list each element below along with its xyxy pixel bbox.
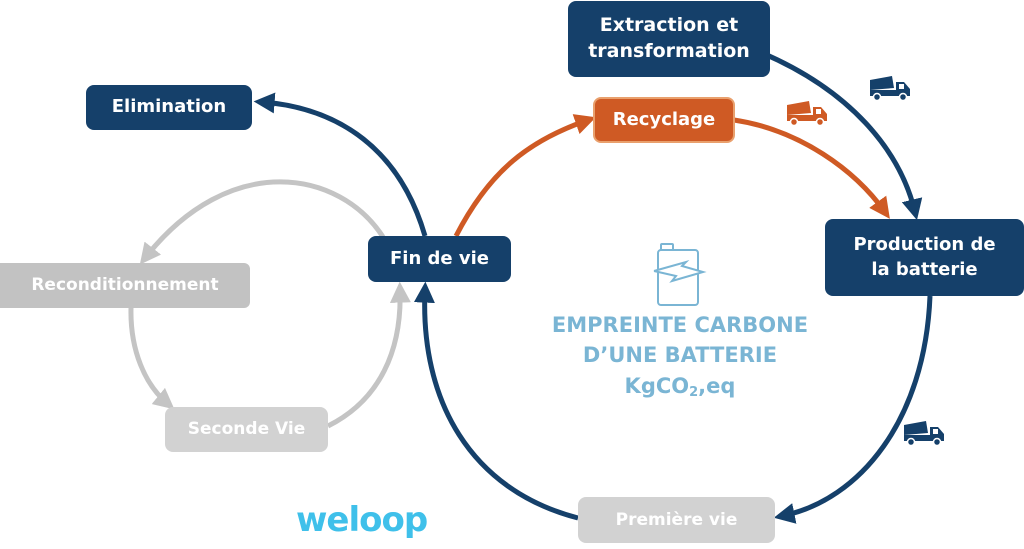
arrow-fin-de-vie-to-elimination — [253, 92, 428, 237]
unit-tail: ,eq — [698, 373, 736, 398]
reconditionnement-label: Reconditionnement — [31, 275, 219, 296]
arrow-extraction-to-production — [759, 49, 923, 221]
arrow-recyclage-to-production — [733, 117, 890, 219]
arrow-reconditionnement-to-seconde-vie — [128, 307, 175, 410]
extraction-line2: transformation — [588, 40, 750, 62]
truck-icon — [787, 101, 827, 127]
node-elimination[interactable]: Elimination — [86, 85, 252, 130]
arrow-fin-de-vie-to-reconditionnement — [139, 179, 386, 265]
production-line1: Production de — [853, 234, 996, 256]
fin-de-vie-label: Fin de vie — [389, 247, 490, 269]
node-recyclage[interactable]: Recyclage — [593, 97, 735, 143]
center-unit: KgCO2,eq — [520, 371, 840, 403]
node-reconditionnement[interactable]: Reconditionnement — [0, 263, 250, 308]
arrow-production-to-premiere-vie — [773, 295, 933, 524]
truck-icon — [904, 421, 944, 447]
node-production[interactable]: Production de la batterie — [825, 219, 1024, 296]
unit-main: KgCO — [624, 373, 690, 398]
elimination-label: Elimination — [111, 96, 227, 118]
node-seconde-vie[interactable]: Seconde Vie — [165, 407, 328, 452]
arrow-fin-de-vie-to-recyclage — [453, 114, 596, 238]
battery-icon — [653, 243, 707, 306]
center-line2: D’UNE BATTERIE — [582, 343, 778, 368]
node-fin-de-vie[interactable]: Fin de vie — [368, 236, 511, 282]
arrow-seconde-vie-to-fin-de-vie — [326, 281, 411, 429]
truck-icon — [870, 76, 910, 102]
production-line2: la batterie — [871, 258, 978, 280]
premiere-vie-label: Première vie — [615, 509, 738, 530]
node-premiere-vie[interactable]: Première vie — [578, 497, 775, 543]
extraction-line1: Extraction et — [599, 14, 739, 37]
seconde-vie-label: Seconde Vie — [187, 419, 306, 440]
arrow-premiere-vie-to-fin-de-vie — [413, 281, 579, 521]
unit-sub: 2 — [689, 384, 699, 400]
center-line1: EMPREINTE CARBONE — [551, 313, 809, 337]
weloop-logo: weloop — [296, 500, 428, 540]
recyclage-label: Recyclage — [612, 108, 716, 130]
node-extraction[interactable]: Extraction et transformation — [568, 1, 770, 77]
carbon-footprint-title: EMPREINTE CARBONE D’UNE BATTERIE KgCO2,e… — [520, 310, 840, 403]
